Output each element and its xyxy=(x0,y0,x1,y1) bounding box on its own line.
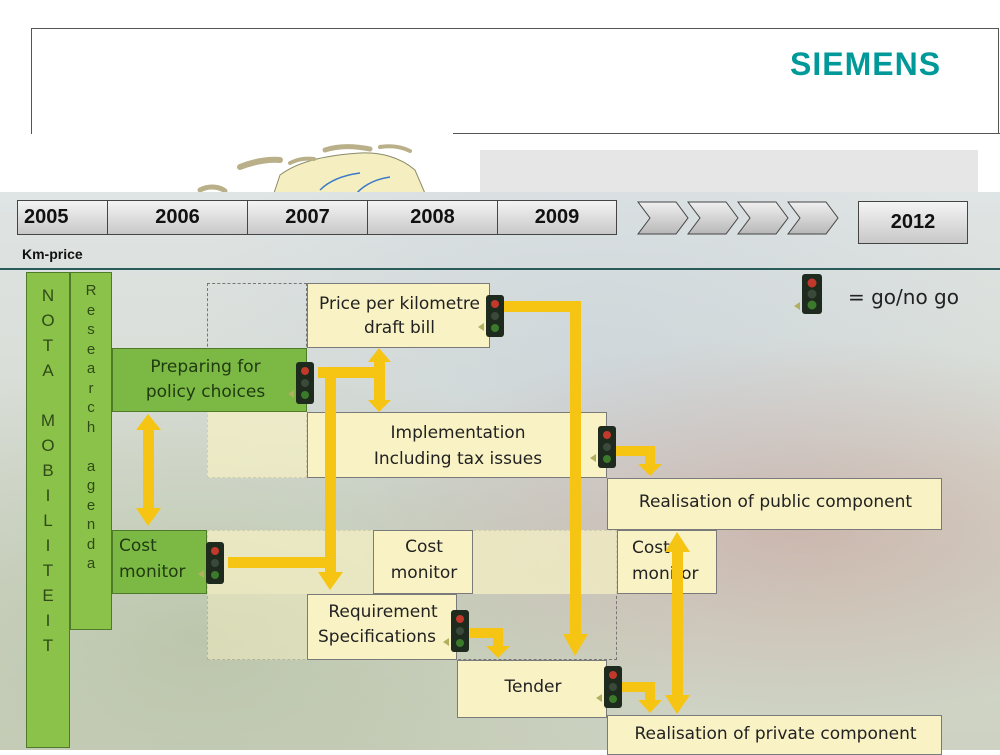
implementation-line1: Implementation xyxy=(390,423,526,443)
legend-label: = go/no go xyxy=(848,285,959,309)
year-2005: 2005 xyxy=(18,201,108,234)
cost-monitor-2-line2: monitor xyxy=(390,563,458,583)
research-agenda-label: R e s e a r c h a g e n d a xyxy=(85,282,97,572)
research-agenda-column: R e s e a r c h a g e n d a xyxy=(70,272,112,630)
implementation-box: Implementation Including tax issues xyxy=(307,412,607,478)
cost-monitor-1-line1: Cost xyxy=(119,536,157,556)
tender-label: Tender xyxy=(504,677,562,697)
cost-monitor-3-line2: monitor xyxy=(632,564,699,584)
public-component-label: Realisation of public component xyxy=(638,492,913,512)
year-2007: 2007 xyxy=(248,201,368,234)
preparing-policy-box: Preparing for policy choices xyxy=(112,348,307,412)
nota-mobiliteit-column: N O T A M O B I L I T E I T xyxy=(26,272,70,748)
cost-monitor-1-line2: monitor xyxy=(119,562,186,582)
implementation-line2: Including tax issues xyxy=(373,449,543,469)
timeline-bar: 2005 2006 2007 2008 2009 xyxy=(17,200,617,235)
siemens-logo: SIEMENS xyxy=(790,46,942,82)
header-gray-panel xyxy=(480,150,978,195)
traffic-light-icon xyxy=(443,610,469,652)
cost-monitor-2-line1: Cost xyxy=(405,537,443,557)
traffic-light-icon xyxy=(794,274,822,314)
private-component-label: Realisation of private component xyxy=(634,724,917,744)
year-2012: 2012 xyxy=(858,201,968,244)
cost-monitor-box-3: Cost monitor xyxy=(617,530,717,594)
traffic-light-icon xyxy=(590,426,616,468)
traffic-light-icon xyxy=(198,542,224,584)
traffic-light-icon xyxy=(478,295,504,337)
price-per-km-line1: Price per kilometre xyxy=(319,294,480,314)
section-divider xyxy=(0,268,1000,270)
header-divider xyxy=(453,133,1000,134)
preparing-line2: policy choices xyxy=(145,382,266,402)
private-component-box: Realisation of private component xyxy=(607,715,942,755)
section-label: Km-price xyxy=(22,246,83,262)
strip-requirement-left xyxy=(207,594,307,660)
nota-mobiliteit-label: N O T A M O B I L I T E I T xyxy=(40,286,56,655)
strip-implementation-left xyxy=(207,412,307,478)
year-2008: 2008 xyxy=(368,201,498,234)
requirement-line1: Requirement xyxy=(328,602,438,622)
netherlands-map-graphic xyxy=(197,144,431,205)
timeline-chevrons xyxy=(637,201,839,235)
traffic-light-icon xyxy=(288,362,314,404)
cost-monitor-box-1: Cost monitor xyxy=(112,530,207,594)
price-per-km-line2: draft bill xyxy=(364,318,435,338)
tender-box: Tender xyxy=(457,660,607,718)
year-2006: 2006 xyxy=(108,201,248,234)
header-frame xyxy=(31,28,999,134)
price-per-km-box: Price per kilometre draft bill xyxy=(307,283,490,348)
cost-monitor-box-2: Cost monitor xyxy=(373,530,473,594)
requirement-line2: Specifications xyxy=(318,627,437,647)
requirement-spec-box: Requirement Specifications xyxy=(307,594,457,660)
traffic-light-icon xyxy=(596,666,622,708)
public-component-box: Realisation of public component xyxy=(607,478,942,530)
year-2009: 2009 xyxy=(534,206,580,228)
cost-monitor-3-line1: Cost xyxy=(632,538,670,558)
preparing-line1: Preparing for xyxy=(150,357,261,377)
